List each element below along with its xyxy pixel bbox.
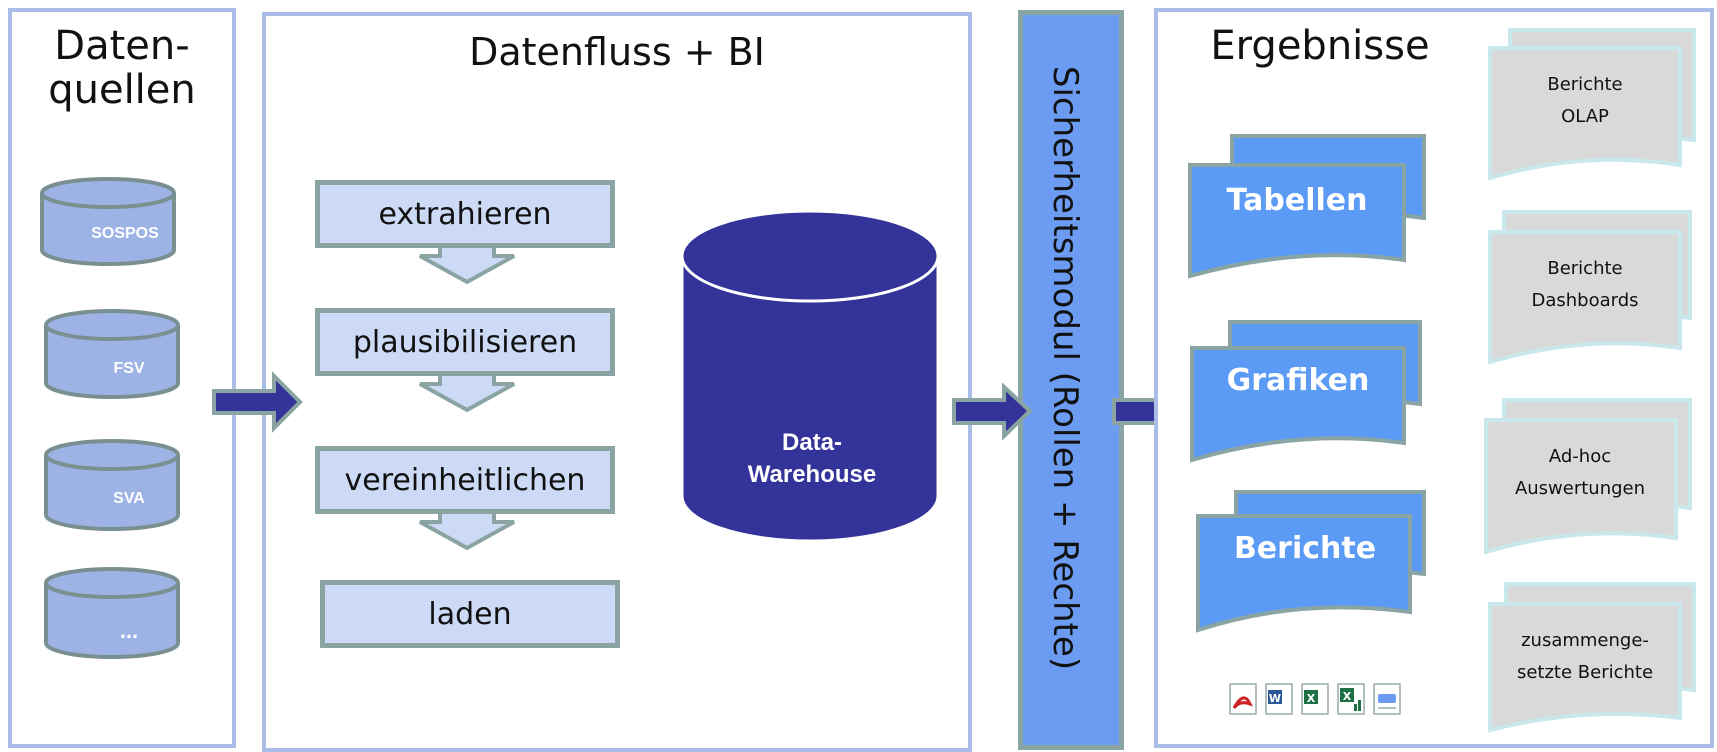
step-extract[interactable]: extrahieren bbox=[315, 180, 615, 248]
sources-title: Daten- quellen bbox=[8, 24, 236, 112]
xml-icon bbox=[1373, 683, 1401, 715]
report-card-combined-line1: zusammenge- bbox=[1521, 630, 1649, 651]
report-card-combined-line2: setzte Berichte bbox=[1517, 662, 1653, 683]
results-title: Ergebnisse bbox=[1210, 23, 1430, 69]
report-card-dashboards-line1: Berichte bbox=[1547, 258, 1622, 279]
word-icon: W bbox=[1265, 683, 1293, 715]
step-load[interactable]: laden bbox=[320, 580, 620, 648]
sources-cylinders: SOSPOS FSV SVA ... bbox=[40, 177, 180, 659]
report-card-adhoc[interactable]: Ad-hoc Auswertungen bbox=[1484, 398, 1692, 555]
pdf-icon bbox=[1229, 683, 1257, 715]
report-card-olap[interactable]: Berichte OLAP bbox=[1488, 28, 1696, 181]
sources-title-line2: quellen bbox=[48, 67, 196, 113]
excel-chart-icon: X bbox=[1337, 683, 1365, 715]
report-card-adhoc-line2: Auswertungen bbox=[1515, 478, 1645, 499]
output-tables[interactable]: Tabellen bbox=[1188, 134, 1426, 279]
report-card-olap-line2: OLAP bbox=[1561, 106, 1609, 127]
cylinder-label-sospos: SOSPOS bbox=[91, 225, 159, 242]
security-bar bbox=[1018, 10, 1124, 750]
svg-text:X: X bbox=[1343, 690, 1352, 703]
report-card-combined[interactable]: zusammenge- setzte Berichte bbox=[1488, 582, 1696, 733]
report-card-dashboards[interactable]: Berichte Dashboards bbox=[1488, 210, 1692, 365]
output-label-tables: Tabellen bbox=[1227, 183, 1368, 218]
warehouse-label-line1: Data- bbox=[782, 429, 842, 456]
output-charts[interactable]: Grafiken bbox=[1190, 320, 1422, 463]
report-cards: Berichte OLAP Berichte Dashboards Ad-hoc… bbox=[1484, 28, 1696, 733]
step-validate[interactable]: plausibilisieren bbox=[315, 308, 615, 376]
cylinder-label-more: ... bbox=[120, 618, 138, 643]
sources-title-line1: Daten- bbox=[54, 23, 190, 69]
cylinder-fsv[interactable]: FSV bbox=[44, 309, 180, 399]
report-card-adhoc-line1: Ad-hoc bbox=[1549, 446, 1611, 467]
report-card-dashboards-line2: Dashboards bbox=[1531, 290, 1638, 311]
cylinder-more[interactable]: ... bbox=[44, 567, 180, 659]
warehouse-label-line2: Warehouse bbox=[748, 461, 876, 488]
cylinder-label-fsv: FSV bbox=[113, 360, 144, 377]
output-reports[interactable]: Berichte bbox=[1196, 490, 1426, 633]
cylinder-sospos[interactable]: SOSPOS bbox=[40, 177, 176, 266]
output-documents: Tabellen Grafiken Berichte W X X bbox=[1188, 134, 1426, 715]
svg-text:X: X bbox=[1307, 692, 1316, 705]
dataflow-title: Datenfluss + BI bbox=[469, 30, 765, 74]
output-label-reports: Berichte bbox=[1234, 531, 1376, 566]
cylinder-label-sva: SVA bbox=[113, 490, 145, 507]
cylinder-sva[interactable]: SVA bbox=[44, 439, 180, 531]
excel-icon: X bbox=[1301, 683, 1329, 715]
svg-text:W: W bbox=[1269, 692, 1281, 705]
output-label-charts: Grafiken bbox=[1227, 363, 1370, 398]
step-harmonize[interactable]: vereinheitlichen bbox=[315, 446, 615, 514]
report-card-olap-line1: Berichte bbox=[1547, 74, 1622, 95]
data-warehouse[interactable]: Data- Warehouse bbox=[670, 206, 950, 566]
